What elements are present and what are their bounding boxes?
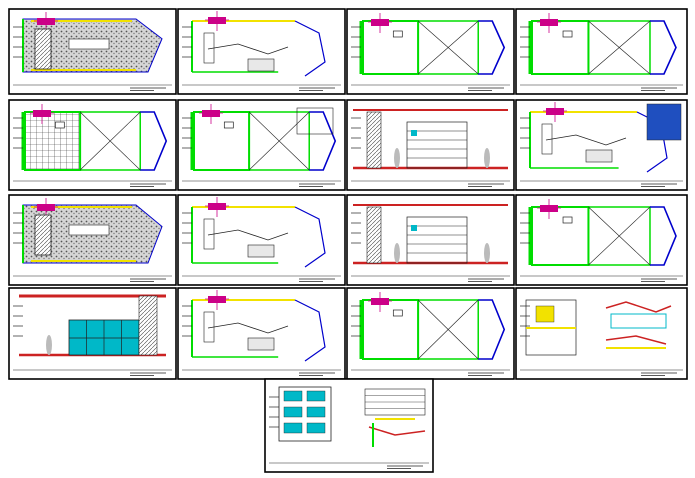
counter (68, 38, 110, 50)
room-wall (417, 20, 479, 75)
diamond-wing-wall (649, 20, 677, 75)
stair (34, 214, 52, 256)
void-cross (79, 111, 141, 171)
column (366, 111, 382, 169)
room-wall (587, 20, 651, 75)
floor-hatch (25, 112, 81, 170)
diamond-wing-wall (649, 206, 677, 266)
sheet-1 (8, 8, 177, 95)
stair (541, 123, 553, 155)
figure-scale (46, 335, 52, 355)
room-wall (248, 111, 310, 171)
stair (203, 311, 215, 343)
window-cell (306, 406, 326, 418)
sheet-6 (177, 99, 346, 191)
window-cell (306, 390, 326, 402)
stone-pier (138, 295, 158, 356)
diamond-wing-wall (309, 111, 337, 171)
bar-counter (247, 337, 275, 351)
sheet-13 (8, 287, 177, 380)
window-cell (283, 422, 303, 434)
sheet-2 (177, 8, 346, 95)
seating-outline (207, 229, 289, 241)
sheet-10 (177, 194, 346, 286)
fixture (562, 216, 573, 224)
sheet-5 (8, 99, 177, 191)
void-cross (588, 20, 651, 75)
window-cell (306, 422, 326, 434)
fixture (54, 121, 65, 129)
figure-scale (484, 243, 490, 263)
sheet-7 (346, 99, 515, 191)
figure-scale (394, 243, 400, 263)
void-cross (417, 299, 479, 360)
room-wall (79, 111, 141, 171)
sheet-15 (346, 287, 515, 380)
sheet-14 (177, 287, 346, 380)
window-cell (283, 406, 303, 418)
red-detail-line (605, 301, 672, 313)
diamond-wing-wall (478, 299, 506, 360)
sheet-8 (515, 99, 688, 191)
fixture (223, 121, 234, 129)
legend-table (296, 107, 334, 135)
column (366, 206, 382, 264)
room-wall (587, 206, 651, 266)
sheet-4 (515, 8, 688, 95)
void-cross (417, 20, 479, 75)
counter (68, 224, 110, 236)
fixture (562, 30, 573, 38)
sheet-3 (346, 8, 515, 95)
bar-counter (585, 149, 613, 163)
void-cross (588, 206, 651, 266)
stair (203, 218, 215, 250)
red-detail-line (368, 426, 426, 436)
fixture (392, 309, 403, 317)
void-cross (248, 111, 310, 171)
sheet-11 (346, 194, 515, 286)
curved-facade (294, 299, 326, 362)
red-detail-line (605, 335, 667, 345)
sheet-9 (8, 194, 177, 286)
sheet-frame (177, 287, 346, 380)
sheet-17 (264, 378, 434, 473)
shelving (406, 121, 468, 169)
legend-table (646, 103, 682, 141)
stair (34, 28, 52, 70)
stair (203, 32, 215, 64)
shelving (406, 216, 468, 264)
display-item (411, 225, 417, 231)
bar-counter (247, 58, 275, 72)
window-cell (283, 390, 303, 402)
sheet-frame (515, 287, 688, 380)
figure-scale (394, 148, 400, 168)
diamond-wing-wall (478, 20, 506, 75)
fixture (392, 30, 403, 38)
sheet-frame (177, 194, 346, 286)
display-item (411, 130, 417, 136)
seating-outline (545, 134, 627, 146)
seating-outline (207, 322, 289, 334)
facade-frame (278, 386, 332, 442)
sheet-16 (515, 287, 688, 380)
curved-facade (294, 20, 326, 77)
bar-counter (247, 244, 275, 258)
seating-outline (207, 43, 289, 55)
figure-scale (484, 148, 490, 168)
sheet-frame (8, 99, 177, 191)
room-wall (417, 299, 479, 360)
detail-fill (535, 305, 555, 323)
diamond-wing-wall (140, 111, 168, 171)
curved-facade (294, 206, 326, 268)
cyan-detail-box (610, 313, 667, 329)
sheet-12 (515, 194, 688, 286)
